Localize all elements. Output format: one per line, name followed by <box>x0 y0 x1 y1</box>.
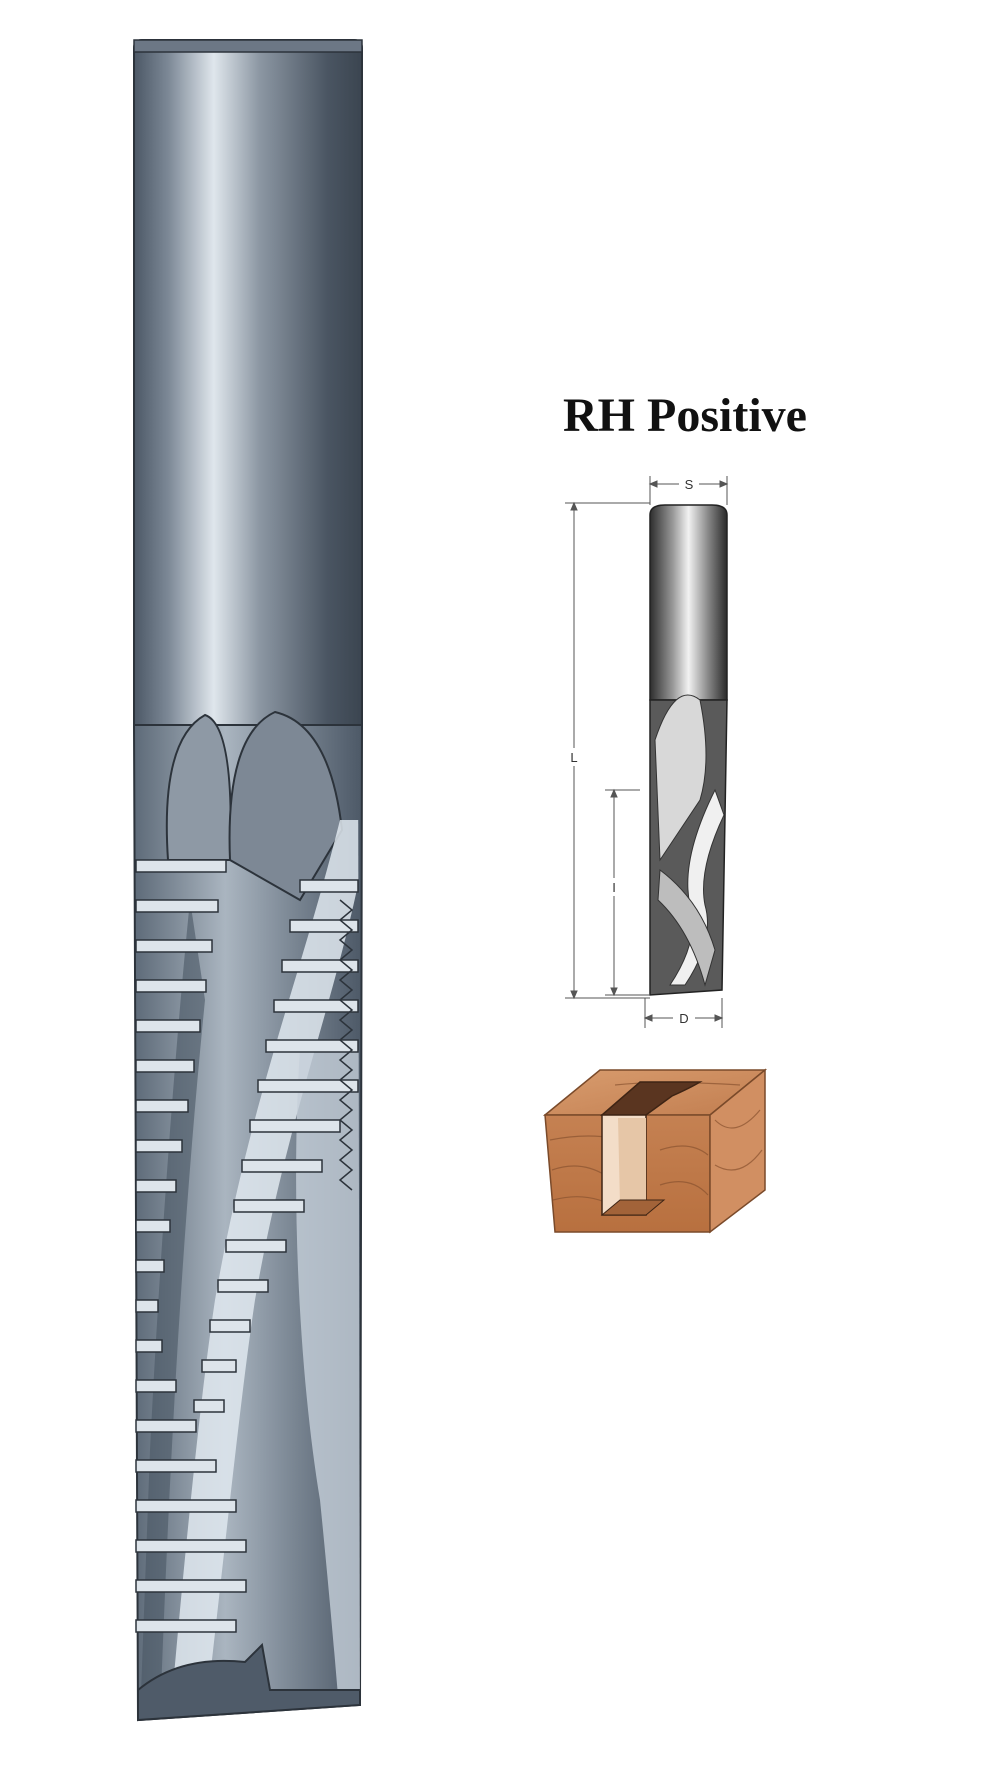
label-i: I <box>612 880 616 895</box>
small-bit-helix-1 <box>669 788 725 986</box>
flute-lobe-right <box>228 710 344 902</box>
wood-block-slot-icon <box>542 1068 768 1234</box>
wood-slot-inner <box>618 1118 646 1205</box>
small-bit-helix-2 <box>657 869 716 987</box>
label-d: D <box>679 1011 688 1026</box>
chipbreaker-notches-right <box>193 879 359 1413</box>
chipbreaker-notches-left <box>135 859 247 1633</box>
shank <box>133 39 363 726</box>
page-title: RH Positive <box>563 389 807 442</box>
fluted-body <box>132 710 364 1722</box>
bit-tip <box>137 1642 361 1722</box>
compression-router-bit-illustration <box>132 39 364 1722</box>
label-l: L <box>570 750 577 765</box>
router-bit-dimension-drawing-icon: S L I <box>565 476 729 1028</box>
helix-band-2 <box>296 1050 360 1720</box>
wood-block-side <box>709 1068 766 1234</box>
right-edge-serration <box>338 899 354 1191</box>
label-s: S <box>685 477 694 492</box>
helix-band-1 <box>170 820 360 1720</box>
small-bit-flute-face <box>654 694 707 862</box>
wood-slot-bottom <box>600 1199 666 1216</box>
wood-slot-top <box>599 1081 703 1116</box>
small-bit-shank <box>649 504 728 701</box>
shank-top-rim <box>133 39 363 53</box>
